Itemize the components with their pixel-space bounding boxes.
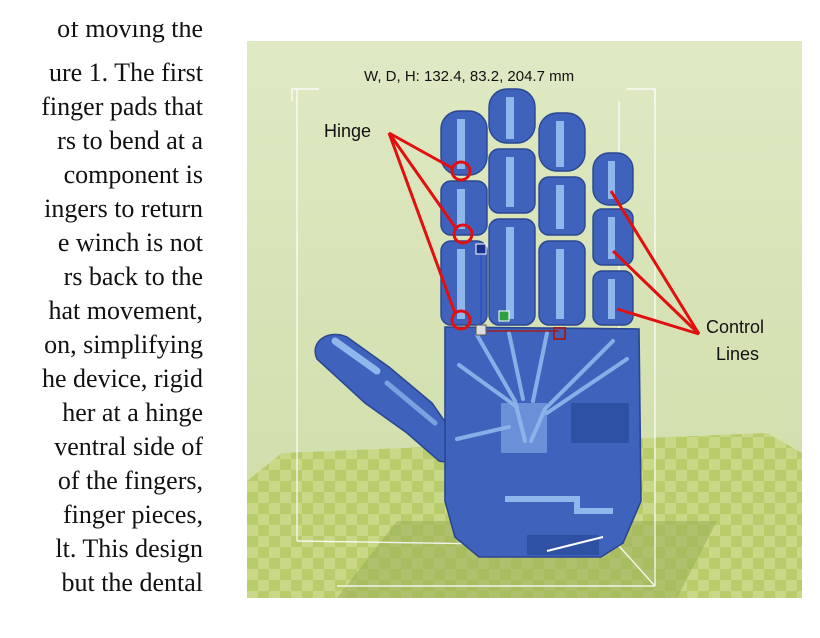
text-line: ventral side of: [54, 432, 203, 461]
wrist-channel: [505, 496, 613, 514]
text-line: on, simplifying: [44, 330, 203, 359]
palm-slot: [501, 403, 547, 453]
control-lines-label-line2: Lines: [716, 344, 760, 364]
text-line: he device, rigid: [42, 364, 203, 393]
text-line: of the fingers,: [57, 466, 203, 495]
text-line: rs back to the: [63, 262, 203, 291]
text-line: e winch is not: [57, 228, 203, 257]
hinge-marker: [452, 223, 474, 245]
control-lines-annotation: [609, 190, 701, 336]
text-line: rs to bend at a: [57, 126, 203, 155]
article-text-column: of moving the ure 1. The first finger pa…: [0, 22, 203, 622]
text-line: lt. This design: [55, 534, 203, 563]
index-finger: [440, 110, 488, 326]
hand-model-render: [247, 41, 802, 598]
text-line: hat movement,: [48, 296, 203, 325]
text-line: of moving the: [57, 22, 203, 43]
wrist-clip: [527, 535, 599, 555]
hinge-marker: [450, 160, 472, 182]
transform-gizmo: [475, 243, 566, 340]
text-line: but the dental: [61, 568, 203, 597]
thumb: [314, 333, 460, 463]
hand-model: [314, 88, 642, 558]
hinge-marker: [450, 309, 472, 331]
text-line: ure 1. The first: [48, 58, 203, 87]
hinge-annotation: [387, 131, 474, 331]
control-lines-label-line1: Control: [706, 317, 765, 337]
hinge-label: Hinge: [324, 121, 372, 141]
wrist-block: [571, 403, 629, 443]
ring-finger: [538, 112, 586, 326]
text-line: ingers to return: [44, 194, 203, 223]
dimensions-readout: W, D, H: 132.4, 83.2, 204.7 mm: [364, 68, 575, 85]
middle-finger: [488, 88, 536, 326]
text-line: finger pads that: [41, 92, 203, 121]
text-line: component is: [63, 160, 203, 189]
text-line: her at a hinge: [62, 398, 203, 427]
text-line: finger pieces,: [62, 500, 203, 529]
pinky-finger: [592, 152, 634, 326]
hand-model-figure: W, D, H: 132.4, 83.2, 204.7 mm Hinge Con…: [247, 41, 802, 598]
